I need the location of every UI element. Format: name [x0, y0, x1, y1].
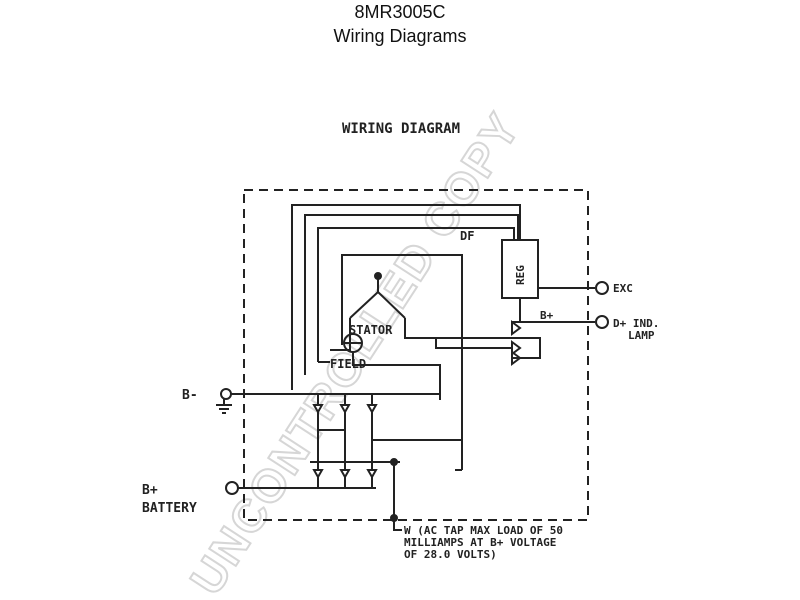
alternator-enclosure	[243, 189, 589, 521]
page-subtitle: Wiring Diagrams	[333, 26, 467, 46]
field-label: FIELD	[330, 357, 366, 371]
w-note-line2: MILLIAMPS AT B+ VOLTAGE	[404, 536, 556, 549]
b-plus-battery-label: B+	[142, 483, 158, 498]
reg-label: REG	[514, 265, 527, 285]
model-title: 8MR3005C	[354, 2, 446, 22]
b-plus-internal-label: B+	[540, 309, 554, 322]
stator-label: STATOR	[349, 323, 393, 337]
df-label: DF	[460, 229, 474, 243]
w-note-line1: W (AC TAP MAX LOAD OF 50	[404, 524, 563, 537]
w-note-line3: OF 28.0 VOLTS)	[404, 548, 497, 561]
diagram-heading: WIRING DIAGRAM	[342, 121, 460, 137]
b-minus-label: B-	[182, 388, 198, 403]
battery-label: BATTERY	[142, 501, 197, 516]
exc-label: EXC	[613, 282, 633, 295]
lamp-label: LAMP	[628, 329, 655, 342]
wiring-lines	[216, 204, 609, 531]
d-plus-label: D+ IND.	[613, 317, 659, 330]
